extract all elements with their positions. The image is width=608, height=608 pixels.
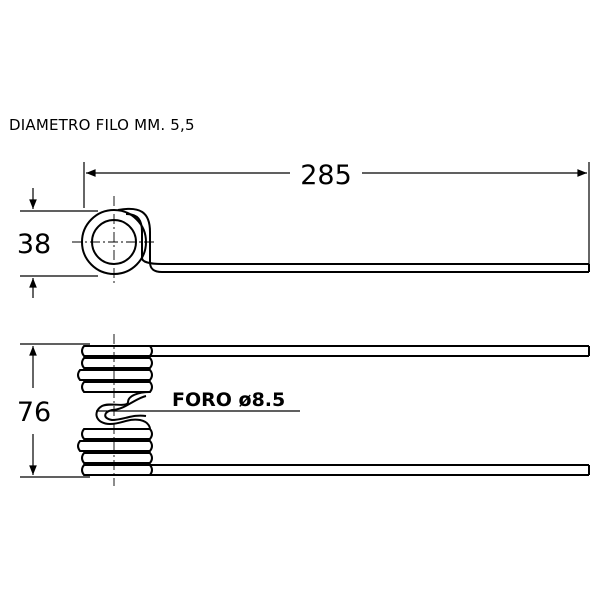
top-view <box>20 334 590 486</box>
upper-coil <box>77 345 153 393</box>
hole-callout: FORO ø8.5 <box>172 389 285 411</box>
dim-76-label: 76 <box>17 397 51 428</box>
side-view <box>20 162 590 298</box>
dim-38-label: 38 <box>17 229 51 260</box>
tine-arm-lower <box>117 207 589 273</box>
wire-diameter-note: DIAMETRO FILO MM. 5,5 <box>9 116 195 134</box>
connecting-loop-inner <box>104 395 147 422</box>
tine-arm-upper <box>125 213 589 265</box>
dim-285-label: 285 <box>300 160 352 191</box>
lower-coil <box>77 428 153 476</box>
connecting-loop-outer <box>95 391 151 430</box>
